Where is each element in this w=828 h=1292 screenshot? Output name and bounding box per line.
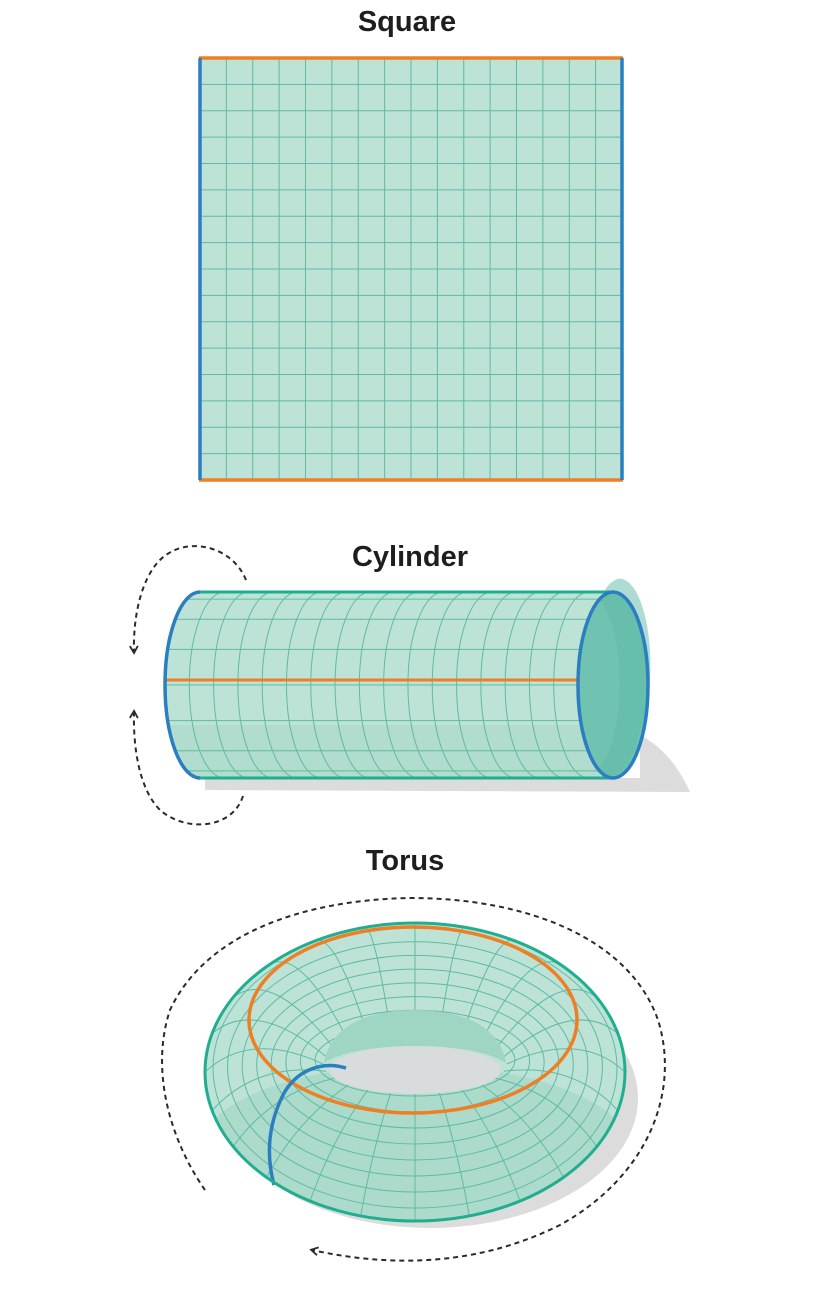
- torus-grid-line: [232, 989, 336, 1051]
- torus-inner-wall: [324, 1010, 506, 1063]
- torus-blue-loop: [267, 1063, 347, 1186]
- torus-grid-line: [211, 1019, 327, 1058]
- cylinder-figure: [129, 545, 690, 826]
- cylinder-end-cap-shade: [598, 578, 651, 777]
- square-title: Square: [358, 6, 456, 38]
- torus-grid-line: [460, 1087, 521, 1202]
- dashed-orbit-arrow-icon: [161, 896, 666, 1262]
- torus-grid-line: [506, 1048, 625, 1073]
- cylinder-end-cap-edge: [576, 590, 650, 780]
- torus-grid-line: [309, 1087, 370, 1202]
- torus-grid-line: [503, 1019, 619, 1058]
- curved-dashed-arrow-icon: [129, 545, 247, 655]
- torus-grid-line: [266, 1083, 351, 1178]
- square-grid: [200, 58, 622, 480]
- torus-orange-loop: [247, 925, 579, 1115]
- torus-hole: [329, 1046, 501, 1094]
- torus-figure: [161, 896, 666, 1262]
- torus-grid-line: [494, 1077, 598, 1147]
- cylinder-grid: [165, 592, 600, 778]
- torus-grid-line: [503, 1069, 619, 1111]
- torus-grid-line: [438, 1090, 470, 1217]
- torus-grid-line: [479, 1083, 564, 1178]
- torus-grid-line: [494, 989, 598, 1051]
- cylinder-title: Cylinder: [352, 541, 468, 573]
- cylinder-left-edge: [163, 590, 201, 780]
- torus-outline: [203, 921, 627, 1223]
- curved-dashed-arrow-icon: [129, 709, 244, 826]
- torus-title: Torus: [366, 845, 444, 877]
- torus-grid-line: [360, 1090, 392, 1217]
- square-figure: [198, 56, 624, 482]
- cylinder-lower-shade: [165, 725, 630, 778]
